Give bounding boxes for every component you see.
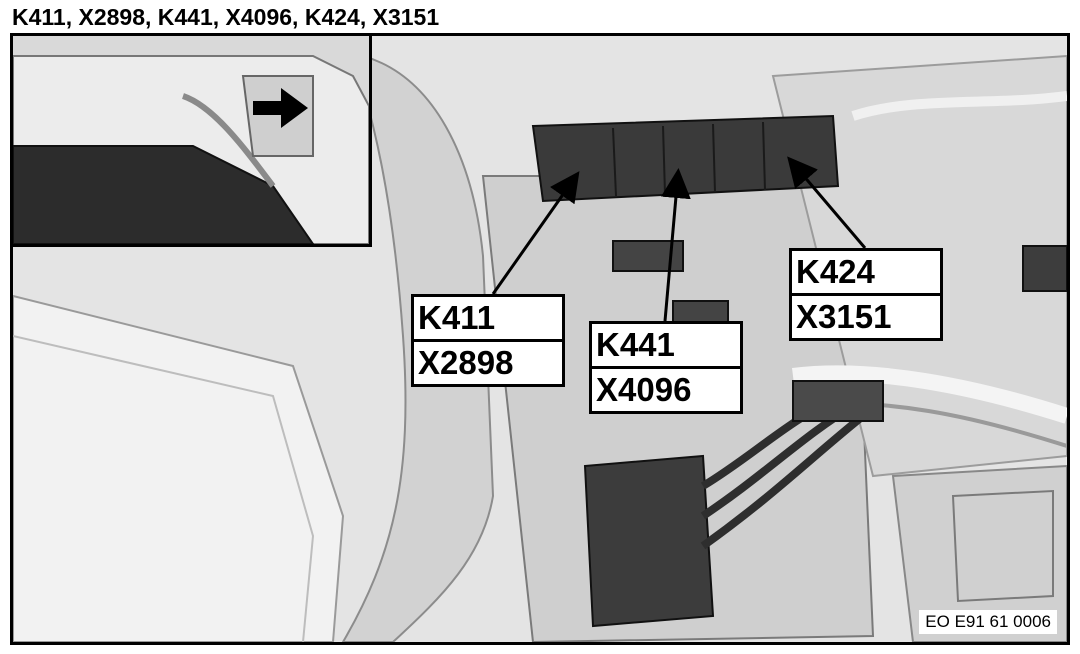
reference-code: EO E91 61 0006	[919, 610, 1057, 634]
label-k424: K424	[796, 253, 875, 290]
label-k411-x2898: K411 X2898	[411, 294, 565, 387]
inset-arrow-icon	[253, 88, 308, 128]
label-k424-x3151: K424 X3151	[789, 248, 943, 341]
diagram-frame: K411 X2898 K441 X4096 K424 X3151 EO E91 …	[10, 33, 1070, 645]
label-k441: K441	[596, 326, 675, 363]
inset-illustration	[13, 36, 369, 244]
diagram-title: K411, X2898, K441, X4096, K424, X3151	[12, 4, 440, 30]
label-x3151: X3151	[792, 293, 940, 338]
label-k411: K411	[418, 299, 496, 336]
label-x4096: X4096	[592, 366, 740, 411]
inset-view	[13, 36, 372, 247]
label-k441-x4096: K441 X4096	[589, 321, 743, 414]
label-x2898: X2898	[414, 339, 562, 384]
